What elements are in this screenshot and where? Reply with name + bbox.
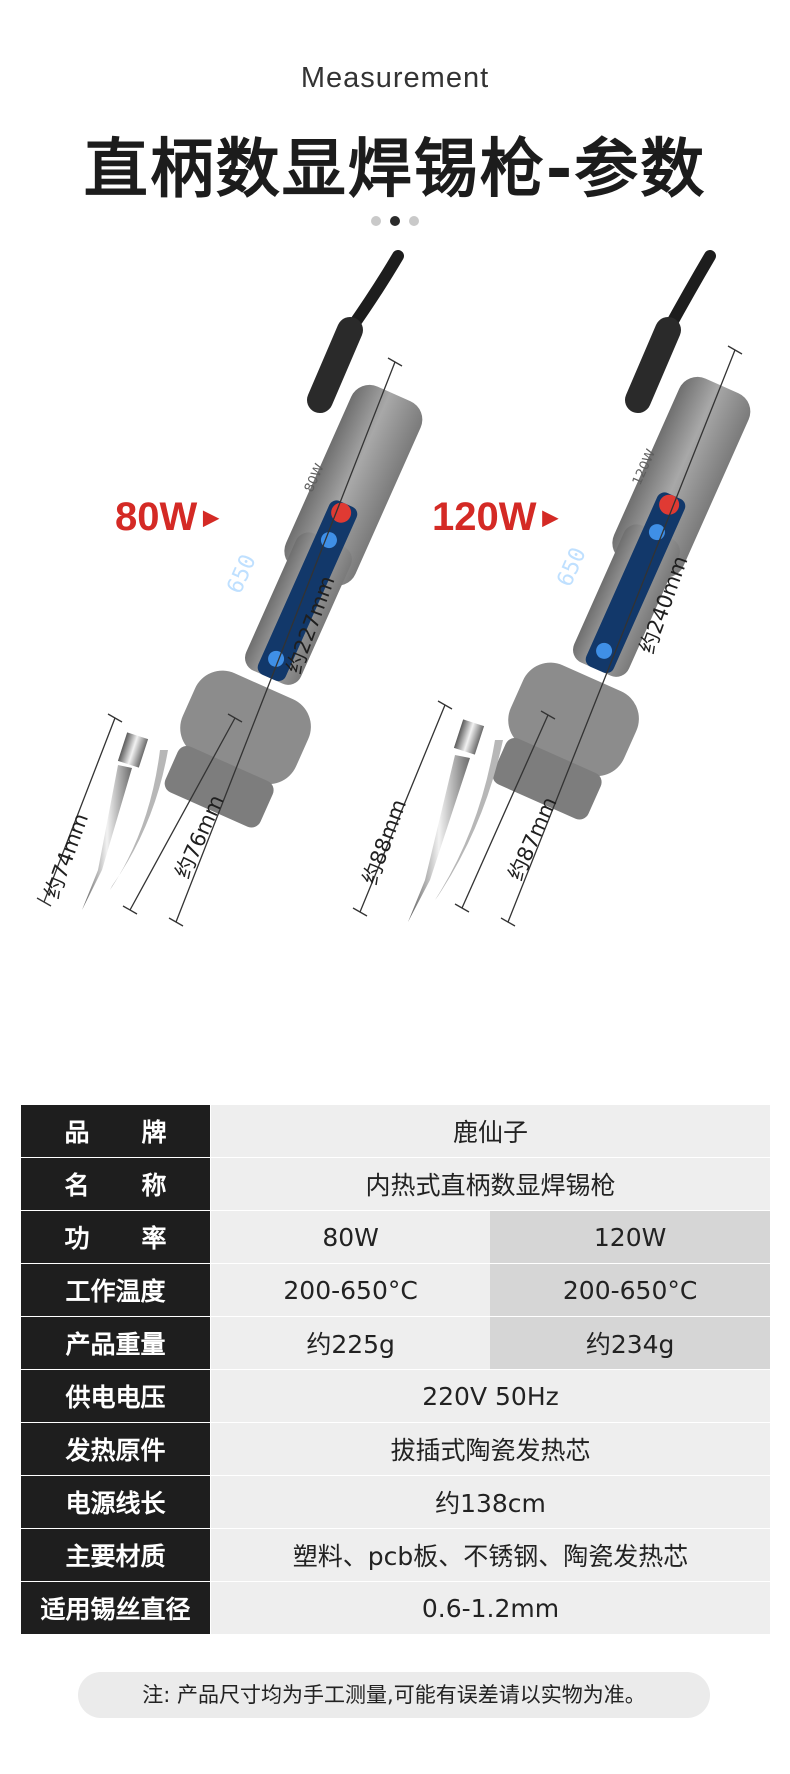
spec-row: 供电电压 220V 50Hz (21, 1369, 770, 1423)
spec-label: 工作温度 (21, 1263, 211, 1317)
spec-label: 电源线长 (21, 1475, 211, 1529)
spec-label-text: 功率 (64, 1224, 219, 1253)
power-label-80w: 80W▶ (115, 495, 219, 539)
carousel-dots (0, 216, 790, 226)
spec-label: 品牌 (21, 1105, 211, 1158)
spec-label: 适用锡丝直径 (21, 1581, 211, 1635)
carousel-dot-active[interactable] (390, 216, 400, 226)
dim-tip-80w: 约74mm (40, 810, 93, 902)
spec-value: 内热式直柄数显焊锡枪 (210, 1157, 770, 1211)
spec-value-120w: 120W (490, 1210, 770, 1264)
spec-label: 主要材质 (21, 1528, 211, 1582)
section-subtitle: Measurement (300, 62, 490, 94)
spec-label-text: 主要材质 (65, 1542, 166, 1571)
spec-label-text: 电源线长 (65, 1489, 166, 1518)
soldering-gun-120w: 650 120W (408, 250, 751, 922)
spec-row: 发热原件 拔插式陶瓷发热芯 (21, 1422, 770, 1476)
spec-label-text: 品牌 (64, 1118, 219, 1147)
spec-label-text: 发热原件 (65, 1436, 166, 1465)
lcd-display-120w: 650 (553, 544, 592, 590)
dimension-lines (36, 345, 743, 927)
spec-value: 220V 50Hz (210, 1369, 770, 1423)
carousel-dot[interactable] (409, 216, 419, 226)
spec-label: 发热原件 (21, 1422, 211, 1476)
spec-label-text: 名称 (64, 1171, 219, 1200)
spec-row: 品牌鹿仙子 (21, 1105, 770, 1158)
spec-label-text: 工作温度 (65, 1277, 166, 1306)
dim-pick-80w: 约76mm (171, 791, 229, 882)
spec-value: 80W (210, 1210, 491, 1264)
dim-tip-120w: 约88mm (358, 796, 411, 888)
spec-value-120w: 200-650°C (490, 1263, 770, 1317)
spec-row: 电源线长 约138cm (21, 1475, 770, 1529)
spec-value: 约138cm (210, 1475, 770, 1529)
spec-row: 名称内热式直柄数显焊锡枪 (21, 1157, 770, 1211)
product-dimension-figure: 80W▶ 120W▶ (0, 250, 790, 1070)
spec-label: 产品重量 (21, 1316, 211, 1370)
spec-value: 0.6-1.2mm (210, 1581, 770, 1635)
spec-label: 名称 (21, 1157, 211, 1211)
measurement-note: 注: 产品尺寸均为手工测量,可能有误差请以实物为准。 (78, 1672, 710, 1718)
spec-value: 拔插式陶瓷发热芯 (210, 1422, 770, 1476)
page-title: 直柄数显焊锡枪-参数 (83, 133, 707, 207)
spec-value: 200-650°C (210, 1263, 491, 1317)
spec-row: 适用锡丝直径 0.6-1.2mm (21, 1581, 770, 1635)
spec-label-text: 适用锡丝直径 (40, 1595, 191, 1624)
spec-label-text: 产品重量 (65, 1330, 166, 1359)
spec-value-120w: 约234g (490, 1316, 770, 1370)
dim-pick-120w: 约87mm (504, 793, 562, 884)
soldering-guns-illustration: 650 80W 650 120W (36, 250, 751, 927)
spec-label-text: 供电电压 (65, 1383, 166, 1412)
power-label-120w: 120W▶ (432, 495, 558, 539)
spec-value: 鹿仙子 (210, 1105, 770, 1158)
spec-row: 主要材质 塑料、pcb板、不锈钢、陶瓷发热芯 (21, 1528, 770, 1582)
lcd-display-80w: 650 (223, 551, 262, 597)
carousel-dot[interactable] (371, 216, 381, 226)
spec-label: 供电电压 (21, 1369, 211, 1423)
spec-value: 塑料、pcb板、不锈钢、陶瓷发热芯 (210, 1528, 770, 1582)
spec-value: 约225g (210, 1316, 491, 1370)
spec-label: 功率 (21, 1210, 211, 1264)
